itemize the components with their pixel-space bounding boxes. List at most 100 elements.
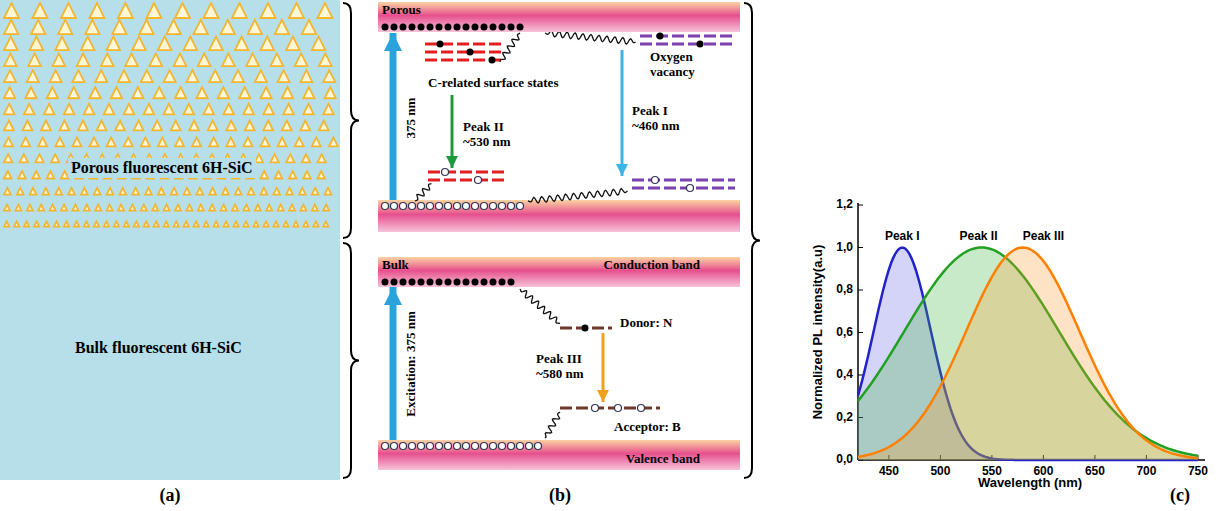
electron: [508, 279, 515, 286]
pore-triangle: [255, 70, 267, 82]
pore-triangle: [23, 121, 33, 131]
pore-triangle: [186, 70, 198, 82]
pore-triangle: [300, 205, 306, 211]
peak-label: Peak II ~530 nm: [463, 120, 525, 150]
pore-triangle: [147, 3, 162, 18]
valence-band: Valence band: [378, 440, 740, 470]
porous-region: Porous fluorescent 6H-SiC: [0, 0, 340, 240]
pore-triangle: [47, 87, 58, 98]
pore-triangle: [94, 221, 99, 226]
pore-triangle: [84, 104, 95, 115]
electron: [437, 41, 444, 48]
pore-triangle: [286, 188, 293, 195]
pore-triangle: [209, 70, 221, 82]
electron: [582, 325, 589, 332]
pore-triangle: [28, 53, 41, 66]
pore-triangle: [38, 137, 47, 146]
electron: [657, 33, 664, 40]
pore-triangle: [132, 87, 143, 98]
pore-triangle: [114, 221, 119, 226]
pore-triangle: [300, 70, 312, 82]
pore-triangle: [4, 104, 15, 115]
pore-triangle: [118, 205, 124, 211]
pore-triangle: [286, 154, 294, 162]
excitation-arrow: [390, 33, 397, 200]
hole: [472, 203, 479, 210]
electron: [489, 57, 496, 64]
pore-triangle: [55, 37, 69, 51]
tick-label: 650: [1085, 465, 1105, 479]
pore-triangle: [255, 154, 263, 162]
electron: [463, 279, 470, 286]
hole: [463, 203, 470, 210]
hole: [508, 203, 515, 210]
pore-triangle: [97, 121, 107, 131]
hole: [382, 203, 389, 210]
pore-triangle: [107, 137, 116, 146]
pore-triangle: [174, 221, 179, 226]
pore-triangle: [139, 20, 153, 34]
hole: [418, 203, 425, 210]
pore-triangle: [253, 221, 258, 226]
tick: [858, 290, 863, 291]
electron: [445, 279, 452, 286]
pore-triangle: [184, 188, 191, 195]
relaxation-path: [415, 184, 431, 201]
level-label: Acceptor: B: [614, 420, 681, 435]
energy-level: [428, 171, 505, 174]
pore-triangle: [141, 137, 150, 146]
electron: [382, 24, 389, 31]
electron: [490, 279, 497, 286]
pore-triangle: [323, 205, 329, 211]
band-label: Valence band: [626, 452, 700, 467]
pore-triangle: [293, 221, 298, 226]
pore-triangle: [4, 188, 11, 195]
pore-triangle: [209, 137, 218, 146]
pore-triangle: [302, 20, 316, 34]
pore-triangle: [4, 154, 12, 162]
hole: [499, 203, 506, 210]
pore-triangle: [164, 221, 169, 226]
pore-triangle: [81, 188, 88, 195]
pore-triangle: [84, 205, 90, 211]
pore-triangle: [312, 188, 319, 195]
pore-triangle: [64, 104, 75, 115]
pore-triangle: [158, 137, 167, 146]
pore-triangle: [24, 221, 29, 226]
pore-triangle: [184, 104, 195, 115]
pore-triangle: [64, 221, 69, 226]
pore-triangle: [41, 121, 51, 131]
hole: [427, 443, 434, 450]
pore-triangle: [232, 205, 238, 211]
pore-triangle: [38, 205, 44, 211]
band-label: Bulk: [382, 258, 409, 273]
pore-triangle: [55, 137, 64, 146]
pore-triangle: [312, 205, 318, 211]
pore-triangle: [90, 3, 105, 18]
pore-triangle: [282, 121, 292, 131]
hole: [454, 443, 461, 450]
pore-triangle: [118, 70, 130, 82]
tick-label: 1,0: [836, 241, 853, 255]
electron: [499, 279, 506, 286]
pore-triangle: [255, 205, 261, 211]
pore-triangle: [55, 188, 62, 195]
pore-triangle: [90, 87, 101, 98]
pore-triangle: [111, 87, 122, 98]
pore-triangle: [4, 137, 13, 146]
peak-label: Peak III ~580 nm: [536, 352, 596, 382]
electron: [517, 24, 524, 31]
pore-triangle: [144, 104, 155, 115]
pore-triangle: [209, 37, 223, 51]
pore-triangle: [232, 70, 244, 82]
hole: [592, 405, 599, 412]
tick-label: 500: [930, 465, 950, 479]
pore-triangle: [141, 70, 153, 82]
pore-triangle: [283, 104, 294, 115]
pore-triangle: [84, 221, 89, 226]
pore-triangle: [4, 3, 19, 18]
electron: [481, 279, 488, 286]
emission-arrow: [621, 50, 624, 176]
pore-triangle: [104, 221, 109, 226]
electron: [472, 279, 479, 286]
